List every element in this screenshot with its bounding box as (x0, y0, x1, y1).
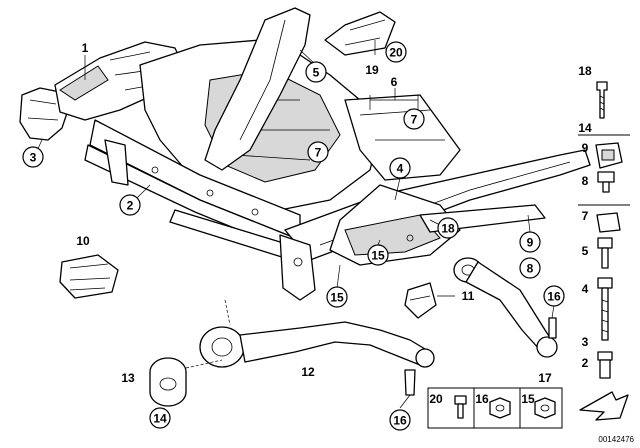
svg-text:8: 8 (527, 262, 534, 276)
legend-label-16: 16 (475, 392, 489, 406)
bottom-legend (427, 387, 629, 429)
callout-16b: 16 (389, 409, 411, 431)
leader-lines (34, 40, 555, 409)
callout-7a: 7 (403, 108, 425, 130)
callout-11: 11 (462, 289, 475, 303)
callout-8: 8 (519, 257, 541, 279)
svg-text:5: 5 (313, 66, 320, 80)
rubber-mount-10 (59, 254, 119, 299)
callout-15b: 15 (326, 286, 348, 308)
callout-2: 2 (119, 194, 141, 216)
svg-text:7: 7 (315, 146, 322, 160)
callout-9: 9 (519, 231, 541, 253)
callout-16a: 16 (543, 285, 565, 307)
heat-shield (324, 11, 396, 56)
callout-10: 10 (76, 234, 90, 248)
svg-text:3: 3 (30, 151, 37, 165)
side-label-18: 18 (578, 64, 592, 78)
wishbone-17 (453, 257, 558, 358)
svg-text:16: 16 (547, 290, 561, 304)
svg-text:18: 18 (441, 222, 455, 236)
svg-text:4: 4 (397, 162, 404, 176)
side-label-7: 7 (582, 209, 589, 223)
buffer-11 (404, 282, 437, 319)
side-label-8: 8 (582, 174, 589, 188)
legend-label-20: 20 (429, 392, 443, 406)
side-label-9: 9 (582, 141, 589, 155)
svg-text:7: 7 (411, 113, 418, 127)
side-label-14: 14 (578, 121, 592, 135)
svg-text:9: 9 (527, 236, 534, 250)
callout-13: 13 (121, 371, 135, 385)
side-label-3: 3 (582, 335, 589, 349)
callout-6: 6 (391, 75, 398, 89)
callout-7b: 7 (307, 141, 329, 163)
side-label-4: 4 (582, 282, 589, 296)
callout-5: 5 (305, 61, 327, 83)
svg-text:14: 14 (153, 412, 167, 426)
svg-text:15: 15 (330, 291, 344, 305)
callout-17: 17 (538, 371, 552, 385)
side-label-5: 5 (582, 244, 589, 258)
rubber-bush-13 (149, 357, 223, 407)
callout-12: 12 (301, 365, 315, 379)
callout-15a: 15 (367, 244, 389, 266)
svg-text:2: 2 (127, 199, 134, 213)
callout-3: 3 (22, 146, 44, 168)
hardware-column (578, 81, 630, 379)
callout-18: 18 (437, 217, 459, 239)
svg-text:15: 15 (371, 249, 385, 263)
svg-text:16: 16 (393, 414, 407, 428)
svg-text:20: 20 (389, 46, 403, 60)
legend-label-15: 15 (521, 392, 535, 406)
tension-strut-12 (199, 321, 435, 396)
side-label-2: 2 (582, 356, 589, 370)
front-axle-subframe (19, 7, 591, 301)
callout-20: 20 (385, 41, 407, 63)
callout-1: 1 (82, 41, 89, 55)
callout-4: 4 (389, 157, 411, 179)
callout-19: 19 (365, 63, 379, 77)
callout-14: 14 (149, 407, 171, 429)
reference-number: 00142476 (598, 435, 634, 444)
